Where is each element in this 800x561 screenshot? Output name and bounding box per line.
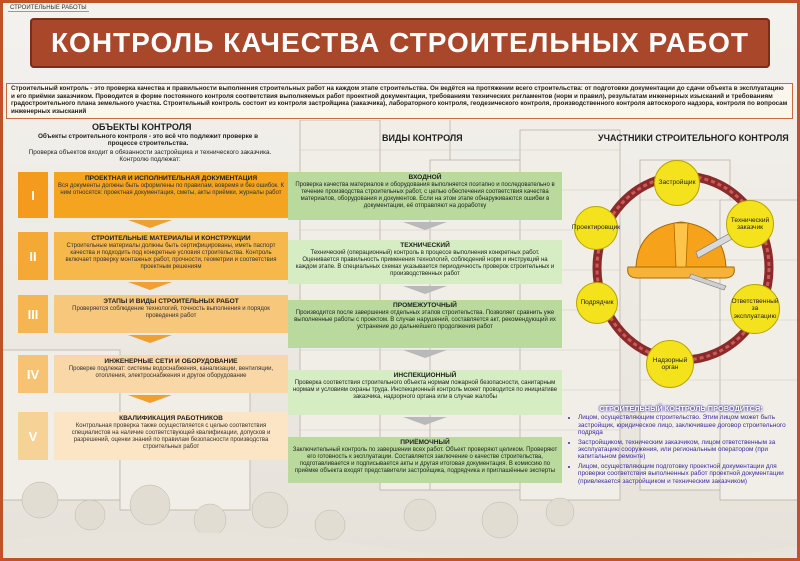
list-item: Лицом, осуществляющим подготовку проектн… <box>578 463 794 485</box>
flow-arrow <box>128 282 172 290</box>
object-number: IV <box>18 355 48 393</box>
flow-arrow <box>403 350 447 358</box>
flow-arrow <box>128 335 172 343</box>
object-text: Вся документы должны быть оформлены по п… <box>58 183 285 196</box>
kind-text: Технический (операционный) контроль в пр… <box>295 250 555 277</box>
flow-arrow <box>128 395 172 403</box>
kind-text: Производится после завершения отдельных … <box>294 310 556 330</box>
list-item: Лицом, осуществляющим строительство. Эти… <box>578 414 794 436</box>
kind-title: ВХОДНОЙ <box>408 174 442 181</box>
kind-text: Проверка качества материалов и оборудова… <box>295 182 555 209</box>
control-conducted-box: СТРОИТЕЛЬНЫЙ КОНТРОЛЬ ПРОВОДИТСЯ: Лицом,… <box>568 405 794 515</box>
participant-circle: Ответственный за эксплуатацию <box>730 284 780 334</box>
kind-title: ПРИЁМОЧНЫЙ <box>400 439 450 446</box>
flow-arrow <box>128 220 172 228</box>
participant-circle: Надзорный орган <box>646 340 694 388</box>
list-item: Застройщиком, техническим заказчиком, ли… <box>578 439 794 461</box>
intro-text: Строительный контроль - это проверка кач… <box>6 83 793 119</box>
object-text: Проверке подлежат: системы водоснабжения… <box>68 366 274 379</box>
objects-note: Проверка объектов входит в обязанности з… <box>28 149 272 164</box>
page-title: КОНТРОЛЬ КАЧЕСТВА СТРОИТЕЛЬНЫХ РАБОТ <box>50 27 750 58</box>
participant-circle: Проектировщик <box>572 206 620 250</box>
object-title: ЭТАПЫ И ВИДЫ СТРОИТЕЛЬНЫХ РАБОТ <box>103 298 239 305</box>
participant-circle: Подрядчик <box>576 282 618 324</box>
object-title: ПРОЕКТНАЯ И ИСПОЛНИТЕЛЬНАЯ ДОКУМЕНТАЦИЯ <box>84 175 258 182</box>
kind-title: ПРОМЕЖУТОЧНЫЙ <box>393 302 457 309</box>
title-banner: КОНТРОЛЬ КАЧЕСТВА СТРОИТЕЛЬНЫХ РАБОТ <box>30 18 770 68</box>
kinds-title: ВИДЫ КОНТРОЛЯ <box>382 133 463 143</box>
objects-title: ОБЪЕКТЫ КОНТРОЛЯ <box>92 122 192 132</box>
flow-arrow <box>403 286 447 294</box>
object-number: III <box>18 295 48 333</box>
participants-title: УЧАСТНИКИ СТРОИТЕЛЬНОГО КОНТРОЛЯ <box>598 133 789 143</box>
category-tag: СТРОИТЕЛЬНЫЕ РАБОТЫ <box>8 5 89 12</box>
object-text: Проверяется соблюдение технологий, точно… <box>72 306 270 319</box>
object-title: КВАЛИФИКАЦИЯ РАБОТНИКОВ <box>119 415 223 422</box>
object-title: ИНЖЕНЕРНЫЕ СЕТИ И ОБОРУДОВАНИЕ <box>104 358 238 365</box>
object-number: V <box>18 412 48 460</box>
object-title: СТРОИТЕЛЬНЫЕ МАТЕРИАЛЫ И КОНСТРУКЦИИ <box>91 235 251 242</box>
hard-hat-icon <box>627 221 735 291</box>
kind-text: Проверка соответствия строительного объе… <box>292 380 558 400</box>
participant-circle: Застройщик <box>654 160 700 206</box>
object-text: Строительные материалы должны быть серти… <box>65 243 277 270</box>
control-conducted-list: Лицом, осуществляющим строительство. Эти… <box>568 414 794 485</box>
kind-title: ТЕХНИЧЕСКИЙ <box>400 242 450 249</box>
object-text: Контрольная проверка также осуществляетс… <box>71 423 271 450</box>
flow-arrow <box>403 222 447 230</box>
flow-arrow <box>403 417 447 425</box>
participant-circle: Технический заказчик <box>726 200 774 248</box>
object-number: II <box>18 232 48 280</box>
control-conducted-title: СТРОИТЕЛЬНЫЙ КОНТРОЛЬ ПРОВОДИТСЯ: <box>599 404 763 413</box>
kind-title: ИНСПЕКЦИОННЫЙ <box>393 372 457 379</box>
objects-subtitle: Объекты строительного контроля - это всё… <box>37 133 259 148</box>
kind-text: Заключительный контроль по завершении вс… <box>292 447 558 474</box>
object-number: I <box>18 172 48 218</box>
